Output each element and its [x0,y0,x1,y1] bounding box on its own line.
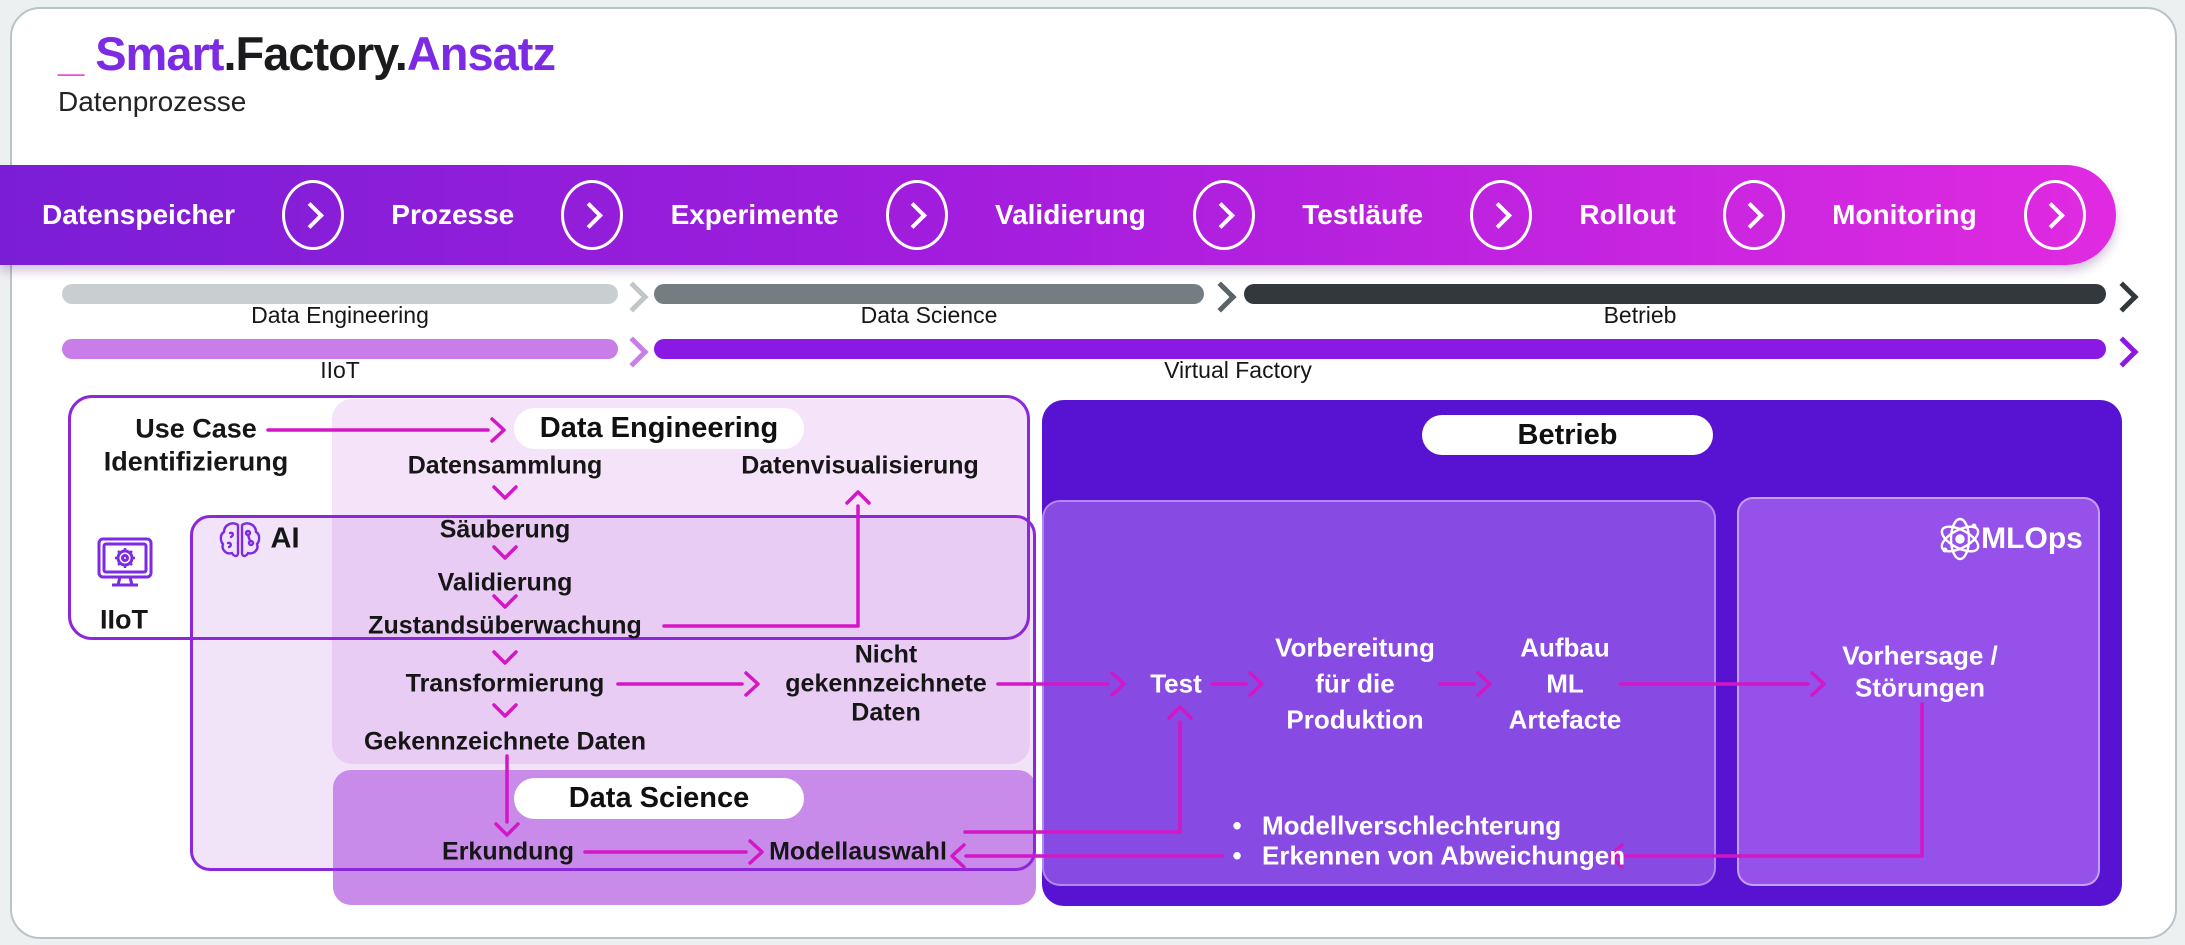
bullet-erkennen-von-abweichungen: Erkennen von Abweichungen [1262,840,1626,871]
pipeline-stage-rollout: Rollout [1579,199,1676,230]
phase-bar-betrieb [1244,284,2106,304]
chevron-right-icon [575,201,603,229]
betrieb-pill: Betrieb [1422,415,1713,455]
phase-bar-data-science [654,284,1204,304]
pipeline-stage-testlaeufe: Testläufe [1302,199,1424,230]
ai-box-label: AI [270,522,300,555]
pipeline-stage-prozesse: Prozesse [391,199,515,230]
node-zustandsueberwachung: Zustandsüberwachung [368,611,642,640]
node-gekennzeichnete-daten: Gekennzeichnete Daten [363,727,647,756]
bullet-icon: • [1232,840,1242,871]
phase-label-betrieb: Betrieb [1603,302,1677,328]
chevron-circle-icon [885,180,948,250]
chevron-circle-icon [282,180,345,250]
mlops-box-label: MLOps [1981,522,2083,555]
chevron-circle-icon [1722,180,1785,250]
node-aufbau-line2: ML [1546,668,1584,699]
ai-brain-icon [219,522,261,558]
chevron-right-icon [1737,201,1765,229]
phase-label-iiot: IIoT [320,357,360,383]
data-science-pill: Data Science [514,778,804,819]
pipeline-stage-datenspeicher: Datenspeicher [42,199,235,230]
chevron-right-icon [2038,201,2066,229]
use-case-label-line1: Use Case [135,413,257,444]
data-engineering-pill: Data Engineering [514,408,804,449]
node-vorhersage-line1: Vorhersage / [1842,640,1998,671]
chevron-right-icon [900,201,928,229]
node-aufbau-line1: Aufbau [1520,632,1610,663]
bullet-modellverschlechterung: Modellverschlechterung [1262,810,1562,841]
phase-bar-data-engineering [62,284,618,304]
node-saeuberung: Säuberung [439,515,571,544]
pipeline-stage-validierung: Validierung [994,199,1146,230]
use-case-label-line2: Identifizierung [103,446,289,477]
node-vorbereitung-line1: Vorbereitung [1275,632,1435,663]
chevron-right-icon [1484,201,1512,229]
page-subtitle: Datenprozesse [58,86,247,117]
node-vorbereitung-line3: Produktion [1286,704,1424,735]
phase-bar-iiot [62,339,618,359]
node-vorbereitung-line2: für die [1315,668,1395,699]
chevron-circle-icon [1193,180,1256,250]
phase-label-virtual-factory: Virtual Factory [1164,357,1312,383]
title-underscore: _ [58,27,84,80]
pipeline-stage-experimente: Experimente [670,199,839,230]
title-factory: Factory [235,27,396,80]
node-nicht-daten-line3: Daten [851,698,921,727]
node-datenvisualisierung: Datenvisualisierung [741,451,979,480]
node-erkundung: Erkundung [442,837,574,866]
node-vorhersage-line2: Störungen [1855,672,1985,703]
iiot-box-label: IIoT [100,604,148,635]
chevron-circle-icon [1470,180,1533,250]
title-ansatz: Ansatz [406,27,556,80]
node-test: Test [1150,668,1202,699]
title-dot1: . [223,27,236,80]
mlops-atom-icon [1940,517,1980,561]
phase-label-data-science: Data Science [860,302,998,328]
title-smart: Smart [95,27,224,80]
node-modellauswahl: Modellauswahl [769,837,947,866]
chevron-circle-icon [561,180,624,250]
node-validierung: Validierung [437,568,573,597]
node-nicht-daten-line2: gekennzeichnete [785,669,987,698]
ai-box-border [190,515,1036,871]
use-case-iiot-box-border [68,395,1030,640]
iiot-monitor-icon [97,537,153,587]
chevron-circle-icon [2023,180,2086,250]
phase-label-data-engineering: Data Engineering [251,302,429,328]
node-aufbau-line3: Artefacte [1508,704,1622,735]
node-nicht-daten-line1: Nicht [854,640,918,669]
page-title: _ Smart.Factory.Ansatz [58,26,556,81]
phase-bar-virtual-factory [654,339,2106,359]
pipeline-bar: Datenspeicher Prozesse Experimente Valid… [0,165,2116,265]
node-datensammlung: Datensammlung [407,451,603,480]
node-transformierung: Transformierung [405,669,605,698]
title-dot2: . [394,27,408,80]
pipeline-stage-monitoring: Monitoring [1832,199,1977,230]
chevron-right-icon [296,201,324,229]
chevron-right-icon [1207,201,1235,229]
bullet-icon: • [1232,810,1242,841]
